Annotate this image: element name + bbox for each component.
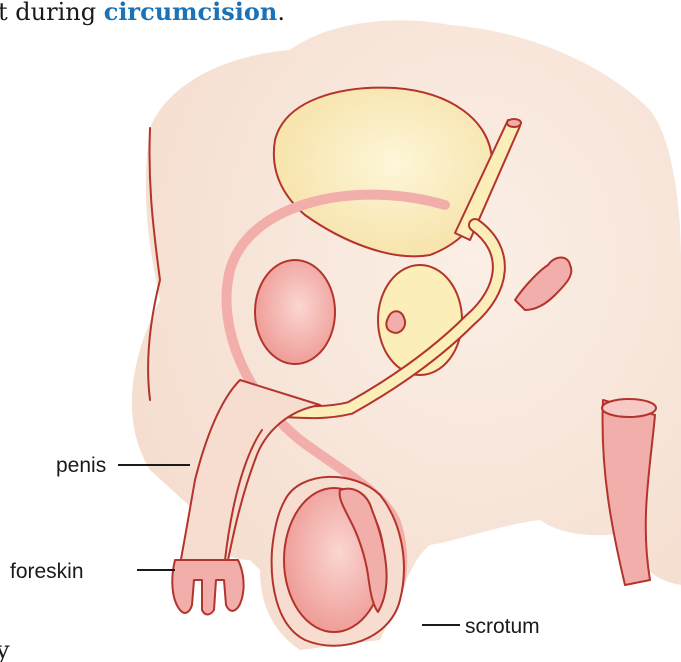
- footer-fragment: y: [0, 636, 10, 662]
- rectum-opening: [602, 399, 656, 417]
- foreskin-shape: [172, 560, 243, 615]
- circumcision-link[interactable]: circumcision: [104, 0, 278, 26]
- header-prefix: t during: [0, 0, 104, 26]
- ureter-opening: [507, 119, 521, 127]
- penis-label: penis: [56, 454, 106, 477]
- scrotum-label: scrotum: [465, 615, 540, 638]
- rectum: [603, 400, 655, 585]
- header-suffix: .: [277, 0, 285, 26]
- pubic-bone: [255, 260, 335, 364]
- foreskin-label: foreskin: [10, 560, 84, 583]
- header-text: t during circumcision.: [0, 0, 285, 26]
- bulbourethral-gland: [386, 311, 405, 333]
